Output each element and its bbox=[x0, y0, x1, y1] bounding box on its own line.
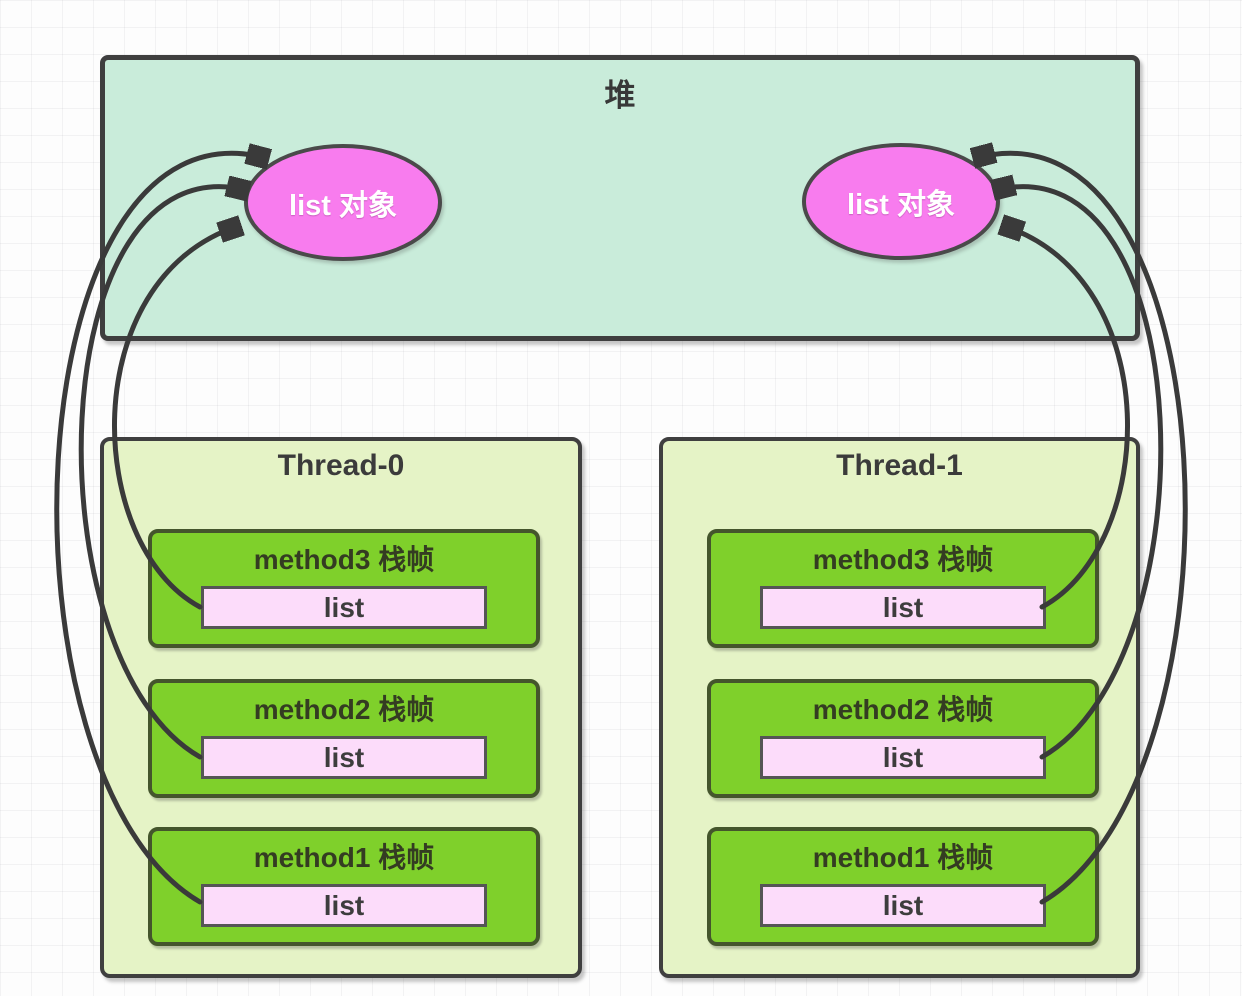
heap-object-right-label: list 对象 bbox=[847, 188, 955, 221]
thread-0-frame-method1: method1 栈帧 list bbox=[148, 827, 540, 946]
thread-0-method3-list-var: list bbox=[201, 586, 487, 629]
thread-0-frame-method3: method3 栈帧 list bbox=[148, 529, 540, 648]
thread-0-method1-list-label: list bbox=[323, 889, 365, 921]
thread-1-frame-method3-label: method3 栈帧 bbox=[812, 544, 994, 575]
thread-1-method1-list-var: list bbox=[760, 884, 1046, 927]
thread-1-method2-list-var: list bbox=[760, 736, 1046, 779]
heap-object-right: list 对象 bbox=[802, 143, 1000, 260]
thread-1-frame-method2: method2 栈帧 list bbox=[707, 679, 1099, 798]
thread-0-frame-method3-label: method3 栈帧 bbox=[253, 544, 435, 575]
thread-1-method2-list-label: list bbox=[882, 741, 924, 773]
heap-object-left-label: list 对象 bbox=[289, 189, 397, 222]
thread-0-method2-list-var: list bbox=[201, 736, 487, 779]
thread-1-method3-list-label: list bbox=[882, 591, 924, 623]
thread-0-method2-list-label: list bbox=[323, 741, 365, 773]
thread-0-box: Thread-0 method3 栈帧 list method2 栈帧 list… bbox=[100, 437, 582, 978]
thread-1-box: Thread-1 method3 栈帧 list method2 栈帧 list… bbox=[659, 437, 1140, 978]
thread-0-frame-method2: method2 栈帧 list bbox=[148, 679, 540, 798]
thread-1-method3-list-var: list bbox=[760, 586, 1046, 629]
thread-1-frame-method2-label: method2 栈帧 bbox=[812, 694, 994, 725]
thread-1-method1-list-label: list bbox=[882, 889, 924, 921]
thread-1-frame-method3: method3 栈帧 list bbox=[707, 529, 1099, 648]
heap-object-left: list 对象 bbox=[244, 144, 442, 261]
thread-0-frame-method1-label: method1 栈帧 bbox=[253, 842, 435, 873]
heap-title: 堆 bbox=[604, 78, 636, 113]
thread-0-method3-list-label: list bbox=[323, 591, 365, 623]
thread-0-title: Thread-0 bbox=[277, 449, 405, 482]
thread-0-frame-method2-label: method2 栈帧 bbox=[253, 694, 435, 725]
thread-1-title: Thread-1 bbox=[836, 449, 963, 482]
thread-0-method1-list-var: list bbox=[201, 884, 487, 927]
thread-1-frame-method1: method1 栈帧 list bbox=[707, 827, 1099, 946]
thread-1-frame-method1-label: method1 栈帧 bbox=[812, 842, 994, 873]
